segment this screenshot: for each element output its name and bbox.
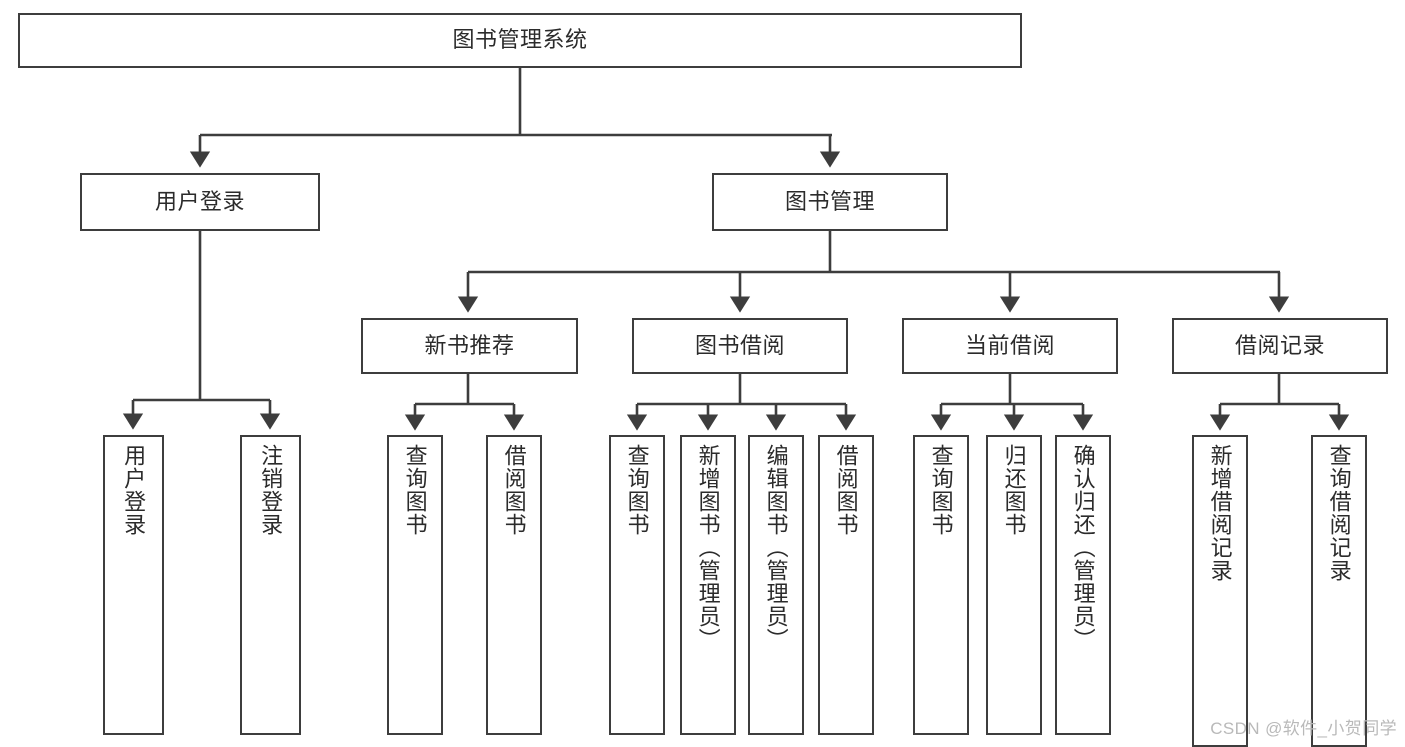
node-leaf-borrow-book-1-label: 借阅图书 [501,444,527,536]
node-leaf-query-book-1[interactable]: 查询图书 [387,435,443,735]
node-root[interactable]: 图书管理系统 [18,13,1022,68]
node-leaf-user-login[interactable]: 用户登录 [103,435,164,735]
node-leaf-confirm-return[interactable]: 确认归还（管理员） [1055,435,1111,735]
node-leaf-add-book-label: 新增图书（管理员） [695,444,721,651]
node-leaf-query-book-3-label: 查询图书 [928,444,954,536]
node-leaf-add-book[interactable]: 新增图书（管理员） [680,435,736,735]
node-leaf-query-book-1-label: 查询图书 [402,444,428,536]
node-current-borrow-label: 当前借阅 [964,332,1055,358]
node-leaf-confirm-return-label: 确认归还（管理员） [1070,444,1096,651]
node-book-manage-label: 图书管理 [784,188,875,214]
node-root-label: 图书管理系统 [452,27,588,53]
node-leaf-borrow-book-2[interactable]: 借阅图书 [818,435,874,735]
node-leaf-logout-label: 注销登录 [258,444,284,536]
node-book-borrow[interactable]: 图书借阅 [632,318,848,374]
node-book-manage[interactable]: 图书管理 [712,173,948,231]
node-leaf-query-record[interactable]: 查询借阅记录 [1311,435,1367,747]
node-new-book-recommend-label: 新书推荐 [424,332,515,358]
node-leaf-return-book[interactable]: 归还图书 [986,435,1042,735]
node-borrow-record-label: 借阅记录 [1234,332,1325,358]
node-leaf-query-book-3[interactable]: 查询图书 [913,435,969,735]
watermark-text: CSDN @软件_小贺同学 [1210,719,1397,738]
node-new-book-recommend[interactable]: 新书推荐 [361,318,578,374]
node-leaf-edit-book[interactable]: 编辑图书（管理员） [748,435,804,735]
node-current-borrow[interactable]: 当前借阅 [902,318,1118,374]
node-leaf-add-record[interactable]: 新增借阅记录 [1192,435,1248,747]
node-leaf-query-book-2[interactable]: 查询图书 [609,435,665,735]
node-user-login[interactable]: 用户登录 [80,173,320,231]
node-borrow-record[interactable]: 借阅记录 [1172,318,1388,374]
node-leaf-user-login-label: 用户登录 [121,444,147,536]
node-leaf-return-book-label: 归还图书 [1001,444,1027,536]
node-leaf-query-book-2-label: 查询图书 [624,444,650,536]
node-user-login-label: 用户登录 [154,188,245,214]
node-leaf-add-record-label: 新增借阅记录 [1207,444,1233,582]
node-leaf-logout[interactable]: 注销登录 [240,435,301,735]
node-book-borrow-label: 图书借阅 [694,332,785,358]
node-leaf-borrow-book-1[interactable]: 借阅图书 [486,435,542,735]
node-leaf-edit-book-label: 编辑图书（管理员） [763,444,789,651]
node-leaf-query-record-label: 查询借阅记录 [1326,444,1352,582]
node-leaf-borrow-book-2-label: 借阅图书 [833,444,859,536]
